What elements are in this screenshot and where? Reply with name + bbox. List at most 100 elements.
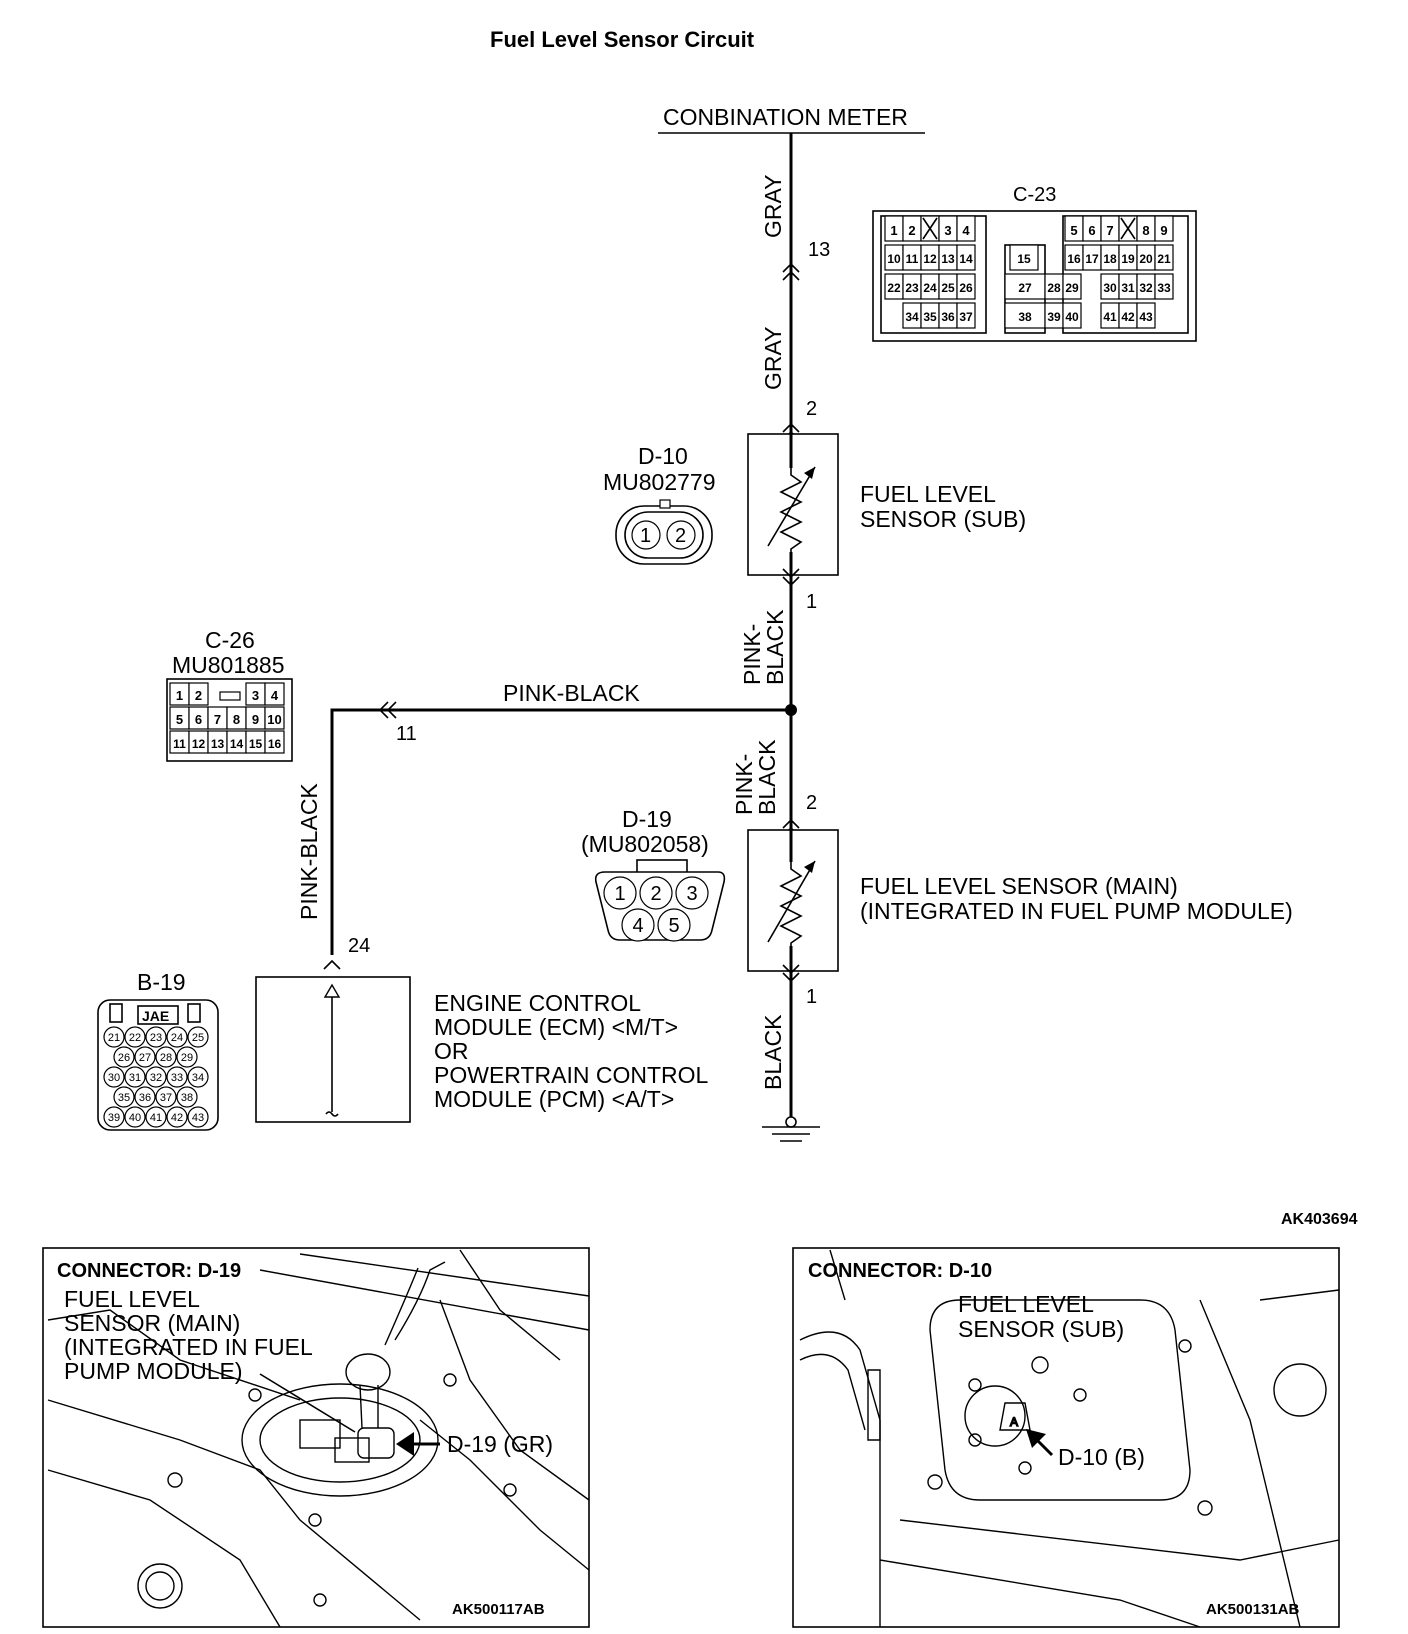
c26-cavity — [264, 706, 285, 730]
b19-pin: 32 — [150, 1072, 162, 1084]
c23-cavity — [1154, 273, 1174, 300]
pin-24: 24 — [348, 935, 370, 957]
b19-pin: 23 — [150, 1032, 162, 1044]
ecm-label-3: OR — [434, 1038, 469, 1064]
combination-meter-label: CONBINATION METER — [663, 104, 908, 130]
pin-2-sub: 2 — [806, 398, 817, 420]
b19-pin: 40 — [129, 1112, 141, 1124]
c23-pin: 27 — [1018, 281, 1032, 295]
d19-pin: 1 — [614, 883, 625, 905]
sub-sensor-label-2: SENSOR (SUB) — [860, 506, 1026, 532]
b19-cavity — [145, 1106, 167, 1128]
b19-pin: 30 — [108, 1072, 120, 1084]
c23-cavity — [1062, 273, 1082, 300]
b19-pin: 35 — [118, 1092, 130, 1104]
c26-pin: 9 — [252, 712, 259, 727]
d10-panel-heading: CONNECTOR: D-10 — [808, 1260, 992, 1282]
c23-pin: 24 — [923, 281, 937, 295]
c23-pin: 41 — [1103, 310, 1117, 324]
pin-1-sub: 1 — [806, 591, 817, 613]
c26-part: MU801885 — [172, 652, 285, 678]
b19-cavity — [176, 1086, 198, 1108]
d19-cavity — [675, 876, 709, 910]
d19-pin: 2 — [650, 883, 661, 905]
b19-pin: 43 — [192, 1112, 204, 1124]
b19-cavity — [187, 1026, 209, 1048]
b19-pin: 37 — [160, 1092, 172, 1104]
d19-panel-label-3: (INTEGRATED IN FUEL — [64, 1334, 313, 1360]
d19-pin: 5 — [668, 915, 679, 937]
b19-pin: 41 — [150, 1112, 162, 1124]
b19-pin: 28 — [160, 1052, 172, 1064]
c23-pin: 2 — [908, 223, 915, 238]
b19-pin: 27 — [139, 1052, 151, 1064]
c23-cavity — [1136, 302, 1156, 329]
main-sensor-label-2: (INTEGRATED IN FUEL PUMP MODULE) — [860, 898, 1293, 924]
c26-pin: 8 — [233, 712, 240, 727]
c23-pin: 10 — [887, 252, 901, 266]
c23-name: C-23 — [1013, 184, 1056, 206]
connector-11-chevron — [378, 701, 397, 719]
c26-pin: 12 — [192, 737, 206, 751]
c23-pin: 6 — [1088, 223, 1095, 238]
d19-panel-label-4: PUMP MODULE) — [64, 1358, 243, 1384]
d19-pointer-label: D-19 (GR) — [447, 1431, 553, 1457]
ground-terminal — [785, 1116, 797, 1128]
b19-pin: 39 — [108, 1112, 120, 1124]
c23-cavity — [1062, 302, 1082, 329]
c23-pin: 34 — [905, 310, 919, 324]
main-resistor-arrowhead — [804, 861, 815, 873]
b19-cavity — [103, 1026, 125, 1048]
c26-pin: 4 — [271, 688, 279, 703]
c23-pin: 40 — [1065, 310, 1079, 324]
b19-pin: 33 — [171, 1072, 183, 1084]
c23-cavity — [1009, 244, 1039, 271]
wire-gray-upper: GRAY — [760, 175, 786, 238]
d10-part: MU802779 — [603, 469, 716, 495]
d19-cavity — [639, 876, 673, 910]
b19-cavity — [113, 1086, 135, 1108]
c23-pin: 32 — [1139, 281, 1153, 295]
b19-cavity — [187, 1106, 209, 1128]
connector-13-chevron — [782, 262, 800, 281]
wire-pink-upper-b: BLACK — [762, 609, 788, 685]
c23-pin: 35 — [923, 310, 937, 324]
d19-cavity — [657, 908, 691, 942]
c23-pin: 31 — [1121, 281, 1135, 295]
c26-pin: 11 — [173, 737, 186, 751]
c23-pin: 39 — [1047, 310, 1061, 324]
svg-text:A: A — [1010, 1415, 1018, 1429]
wire-pink-upper-a: PINK- — [739, 624, 765, 685]
c26-pin: 7 — [214, 712, 221, 727]
c23-pin: 18 — [1103, 252, 1117, 266]
pin-1-main: 1 — [806, 986, 817, 1008]
ecm-input-chevron — [323, 959, 341, 970]
c26-pin: 1 — [176, 688, 183, 703]
b19-pin: 25 — [192, 1032, 204, 1044]
ecm-label-1: ENGINE CONTROL — [434, 990, 641, 1016]
b19-cavity — [124, 1026, 146, 1048]
b19-cavity — [155, 1086, 177, 1108]
sub-resistor-arrowhead — [804, 467, 815, 479]
sub-sensor-bottom-chevron — [782, 568, 800, 587]
c26-cavity — [188, 682, 209, 706]
wire-black: BLACK — [760, 1014, 786, 1090]
c23-blank-cavity — [1120, 217, 1136, 240]
c26-pin: 2 — [195, 688, 202, 703]
c23-pin: 25 — [941, 281, 955, 295]
d10-panel-code: AK500131AB — [1206, 1601, 1300, 1618]
pink-black-branch-wire — [330, 708, 791, 955]
c23-pin: 14 — [959, 252, 973, 266]
d19-part: (MU802058) — [581, 831, 709, 857]
b19-cavity — [124, 1106, 146, 1128]
d10-pointer-arrowhead — [1026, 1429, 1046, 1448]
c23-pin: 17 — [1085, 252, 1099, 266]
b19-cavity — [134, 1086, 156, 1108]
wire-pink-black-horizontal: PINK-BLACK — [503, 680, 640, 706]
diagram-title: Fuel Level Sensor Circuit — [490, 27, 755, 52]
ecm-inner-arrow — [323, 983, 341, 998]
b19-pin: 42 — [171, 1112, 183, 1124]
main-sensor-label-1: FUEL LEVEL SENSOR (MAIN) — [860, 873, 1178, 899]
